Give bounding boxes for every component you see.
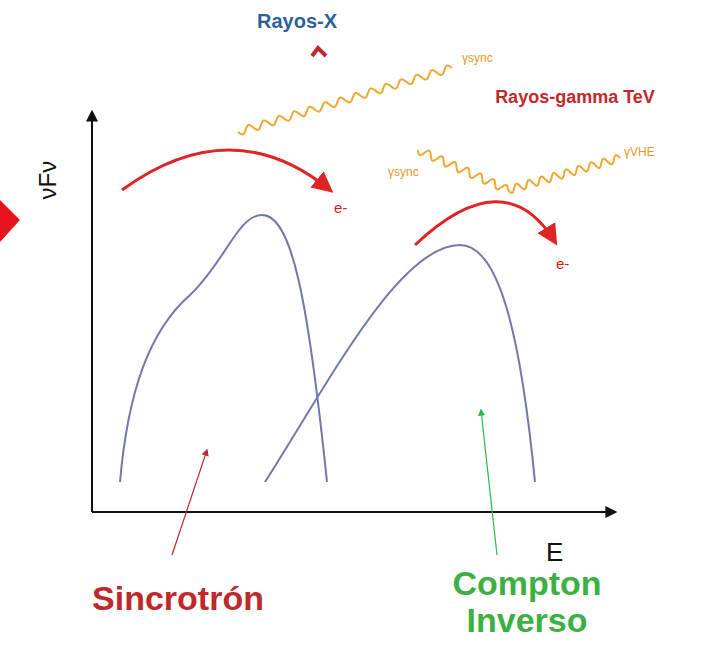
electron-path (122, 150, 330, 190)
y-axis (91, 112, 93, 512)
photon-wave (418, 150, 508, 190)
axis-label: νFν (35, 161, 61, 200)
clipped-mark (312, 48, 326, 56)
leader-arrow (172, 450, 207, 555)
process-label: Compton Inverso (432, 565, 622, 640)
edge-arrowhead (0, 200, 20, 242)
photon-label: γsync (388, 166, 419, 179)
band-label: Rayos-gamma TeV (495, 88, 655, 108)
photon-label: γsync (462, 52, 493, 65)
x-axis (92, 511, 615, 513)
synchrotron-curve (120, 215, 327, 482)
photon-label: γVHE (624, 146, 655, 159)
electron-label: e- (334, 200, 347, 217)
electron-path (415, 202, 555, 245)
inverse-compton-curve (265, 245, 535, 482)
photon-waves (238, 66, 620, 193)
photon-wave (508, 155, 620, 193)
axis-label: E (546, 538, 563, 567)
photon-wave (238, 66, 452, 135)
process-label: Sincrotrón (92, 580, 264, 617)
electron-label: e- (556, 256, 569, 273)
band-label: Rayos-X (257, 10, 337, 32)
leader-arrow (481, 410, 497, 555)
